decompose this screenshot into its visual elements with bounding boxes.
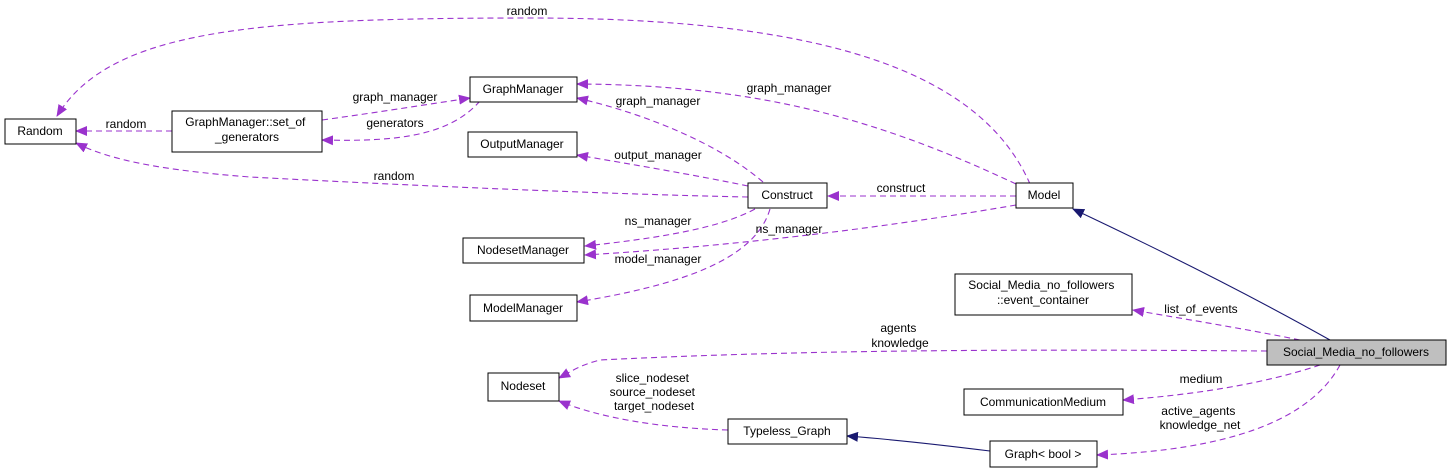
edge-graph-bool-typeless-graph [846, 431, 991, 452]
svg-text:Typeless_Graph: Typeless_Graph [743, 424, 830, 438]
label-graph-manager-generators: generators [366, 116, 423, 130]
svg-text:Social_Media_no_followers: Social_Media_no_followers [1283, 345, 1429, 359]
node-social-media-no-followers[interactable]: Social_Media_no_followers [1266, 339, 1447, 366]
node-model-manager[interactable]: ModelManager [469, 294, 578, 322]
svg-text:Nodeset: Nodeset [501, 379, 546, 393]
edge-social-media-nodeset [558, 349, 1268, 379]
edge-construct-graph-manager [576, 95, 764, 183]
edge-construct-random [75, 142, 749, 198]
edge-typeless-graph-nodeset [558, 400, 729, 431]
node-event-container[interactable]: Social_Media_no_followers ::event_contai… [954, 273, 1133, 316]
node-communication-medium[interactable]: CommunicationMedium [963, 388, 1124, 416]
label-set-of-generators-graph-manager: graph_manager [353, 90, 438, 104]
node-typeless-graph[interactable]: Typeless_Graph [727, 418, 848, 445]
label-model-graph-manager: graph_manager [747, 81, 832, 95]
label-model-random: random [507, 4, 548, 18]
label-social-media-graph-bool: active_agents knowledge_net [1160, 404, 1241, 432]
label-construct-nodeset-manager: ns_manager [625, 214, 692, 228]
svg-text:Construct: Construct [761, 188, 813, 202]
node-nodeset-manager[interactable]: NodesetManager [462, 237, 585, 264]
node-construct[interactable]: Construct [747, 182, 828, 209]
label-typeless-graph-nodeset: slice_nodeset source_nodeset target_node… [610, 371, 699, 413]
label-model-construct: construct [877, 181, 926, 195]
label-construct-graph-manager: graph_manager [616, 94, 701, 108]
label-model-nodeset-manager: ns_manager [756, 222, 823, 236]
svg-text:GraphManager::set_of _: GraphManager::set_of _generators [185, 115, 308, 144]
edge-construct-output-manager [576, 151, 749, 187]
edge-graph-manager-generators [321, 100, 481, 146]
svg-text:GraphManager: GraphManager [483, 82, 564, 96]
label-construct-model-manager: model_manager [615, 252, 702, 266]
svg-text:Random: Random [17, 124, 62, 138]
node-output-manager[interactable]: OutputManager [467, 131, 578, 158]
node-model[interactable]: Model [1015, 182, 1074, 209]
svg-text:OutputManager: OutputManager [480, 137, 563, 151]
label-construct-output-manager: output_manager [614, 148, 701, 162]
label-social-media-communication-medium: medium [1180, 372, 1223, 386]
edge-social-media-communication-medium [1122, 364, 1321, 405]
svg-text:Social_Media_no_followers: Social_Media_no_followers ::event_contai… [968, 278, 1117, 307]
node-graph-bool[interactable]: Graph< bool > [989, 440, 1098, 468]
svg-text:CommunicationMedium: CommunicationMedium [980, 395, 1106, 409]
label-social-media-nodeset: agents knowledge [871, 321, 929, 350]
edge-labels: random random random graph_manager gener… [106, 4, 1241, 432]
edge-model-random [56, 17, 1031, 185]
svg-text:Graph< bool >: Graph< bool > [1005, 447, 1082, 461]
edge-construct-nodeset-manager [584, 208, 756, 250]
edge-construct-model-manager [576, 208, 771, 306]
label-construct-random: random [374, 169, 415, 183]
svg-text:ModelManager: ModelManager [483, 301, 563, 315]
node-set-of-generators[interactable]: GraphManager::set_of _generators [171, 110, 323, 153]
node-nodeset[interactable]: Nodeset [487, 372, 560, 402]
svg-text:NodesetManager: NodesetManager [477, 243, 569, 257]
edges [56, 17, 1341, 460]
edge-model-graph-manager [576, 79, 1017, 185]
edge-social-media-model [1072, 208, 1331, 341]
label-social-media-event-container: list_of_events [1164, 302, 1237, 316]
svg-text:Model: Model [1028, 188, 1061, 202]
node-random[interactable]: Random [4, 118, 77, 145]
node-graph-manager[interactable]: GraphManager [469, 76, 578, 103]
edge-set-of-generators-graph-manager [321, 94, 471, 121]
nodes: Random GraphManager::set_of _generators … [4, 76, 1447, 468]
label-set-of-generators-random: random [106, 117, 147, 131]
edge-social-media-graph-bool [1096, 364, 1341, 460]
edge-social-media-event-container [1132, 306, 1301, 341]
